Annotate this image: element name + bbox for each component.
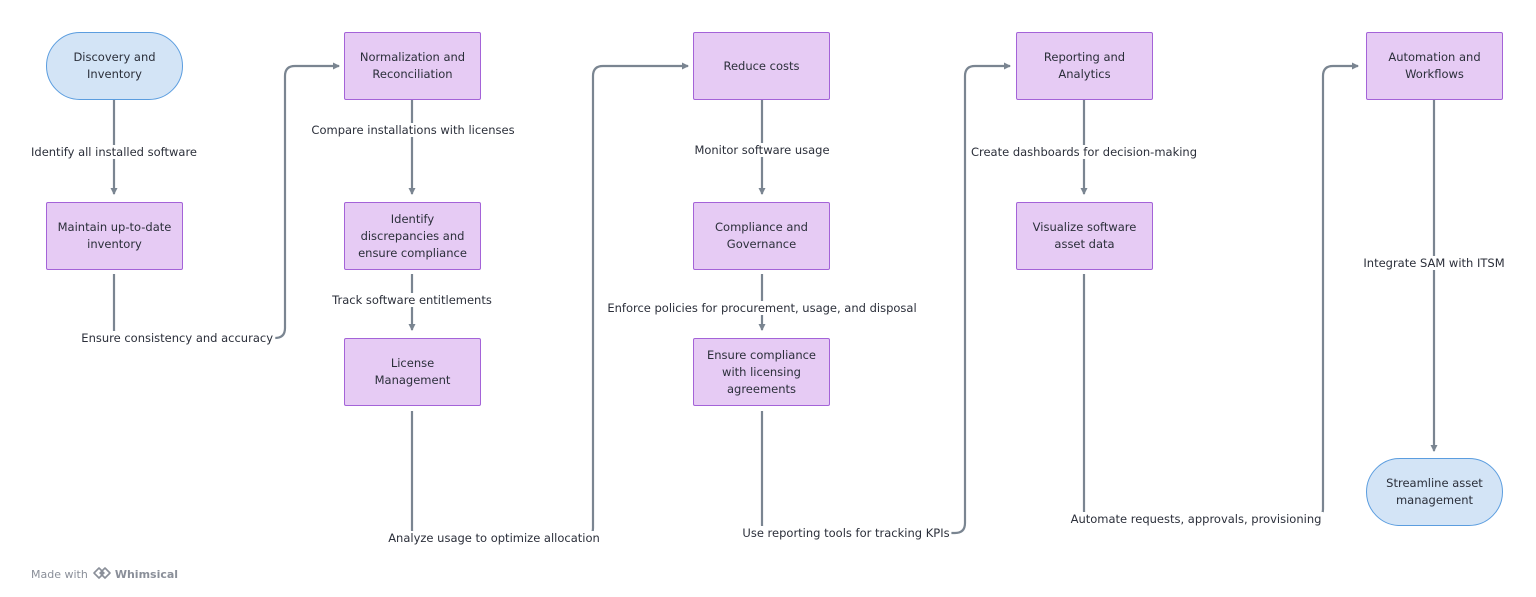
edge-label-consistency: Ensure consistency and accuracy: [79, 331, 275, 345]
node-reporting-and-analytics[interactable]: Reporting and Analytics: [1016, 32, 1153, 100]
whimsical-brand-text: Whimsical: [114, 568, 179, 581]
edge-label-reporting-tools: Use reporting tools for tracking KPIs: [740, 526, 952, 540]
edge-label-identify-installed: Identify all installed software: [29, 145, 199, 159]
node-label: Discovery and Inventory: [73, 50, 156, 81]
node-compliance-and-governance[interactable]: Compliance and Governance: [693, 202, 830, 270]
node-automation-and-workflows[interactable]: Automation and Workflows: [1366, 32, 1503, 100]
node-reduce-costs[interactable]: Reduce costs: [693, 32, 830, 100]
edge-ensure-to-reporting: [760, 62, 1011, 535]
node-label: Reporting and Analytics: [1043, 50, 1126, 81]
node-label: Ensure compliance with licensing agreeme…: [706, 347, 817, 396]
node-label: Reduce costs: [723, 58, 800, 73]
node-label: Normalization and Reconciliation: [359, 50, 466, 81]
edge-label-monitor-usage: Monitor software usage: [692, 143, 832, 157]
made-with-footer: Made with Whimsical: [31, 566, 178, 583]
node-normalization-and-reconciliation[interactable]: Normalization and Reconciliation: [344, 32, 481, 100]
edge-visualize-to-automation: [1082, 62, 1359, 521]
node-identify-discrepancies[interactable]: Identify discrepancies and ensure compli…: [344, 202, 481, 270]
node-maintain-inventory[interactable]: Maintain up-to-date inventory: [46, 202, 183, 270]
node-visualize-asset-data[interactable]: Visualize software asset data: [1016, 202, 1153, 270]
edge-label-analyze-usage: Analyze usage to optimize allocation: [386, 531, 602, 545]
edge-label-enforce-policies: Enforce policies for procurement, usage,…: [605, 301, 919, 315]
node-label: Visualize software asset data: [1032, 220, 1137, 251]
edge-label-track-entitlements: Track software entitlements: [330, 293, 494, 307]
node-label: Automation and Workflows: [1388, 50, 1481, 81]
node-label: Maintain up-to-date inventory: [57, 220, 172, 251]
node-discovery-and-inventory[interactable]: Discovery and Inventory: [46, 32, 183, 100]
node-license-management[interactable]: License Management: [344, 338, 481, 406]
node-streamline-asset-management[interactable]: Streamline asset management: [1366, 458, 1503, 526]
node-label: Compliance and Governance: [715, 220, 808, 251]
made-with-text: Made with: [31, 568, 88, 581]
edge-label-automate-requests: Automate requests, approvals, provisioni…: [1068, 512, 1324, 526]
whimsical-logo-icon: [92, 566, 112, 583]
edge-label-create-dashboards: Create dashboards for decision-making: [968, 145, 1200, 159]
node-ensure-compliance[interactable]: Ensure compliance with licensing agreeme…: [693, 338, 830, 406]
edge-label-compare-installations: Compare installations with licenses: [309, 123, 517, 137]
node-label: Identify discrepancies and ensure compli…: [358, 211, 467, 260]
node-label: Streamline asset management: [1386, 476, 1483, 507]
node-label: License Management: [374, 356, 451, 387]
edge-label-integrate-sam: Integrate SAM with ITSM: [1361, 256, 1507, 270]
